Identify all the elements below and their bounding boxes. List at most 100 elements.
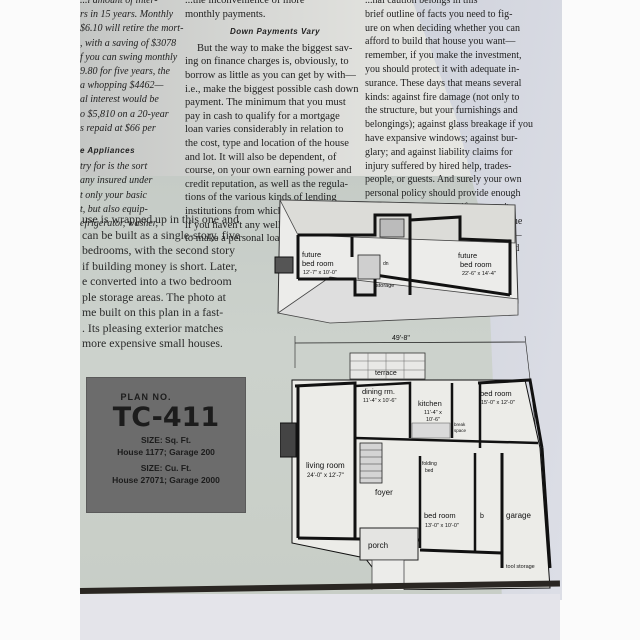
room-label: bed room [302, 259, 334, 268]
main-floor-plan: 49'-8" terrace dining rm. 11'-4" x 10'-6… [280, 335, 552, 590]
room-label: living room [306, 461, 345, 470]
text-line: ing on finance charges is, obviously, to [185, 56, 349, 68]
text-line: people, or guests. And surely your own [365, 174, 522, 186]
room-label: space [454, 428, 467, 433]
text-line: payment. The minimum that you must [185, 97, 346, 109]
text-line: use is wrapped up in this one and [82, 212, 239, 226]
room-label: bed room [460, 260, 492, 269]
text-line: , with a saving of $3078 [80, 37, 177, 49]
text-line: t, but also equip- [80, 203, 148, 215]
article-column-2: ...the inconvenience of more monthly pay… [185, 0, 365, 246]
plan-info-box: PLAN NO. TC-411 SIZE: Sq. Ft. House 1177… [87, 378, 245, 512]
text-line: monthly payments. [185, 8, 266, 20]
text-line: ...l amount of inter- [80, 0, 158, 6]
text-line: . Its pleasing exterior matches [82, 320, 224, 335]
text-line: have expansive windows; against bur- [365, 132, 518, 144]
room-label: bed room [424, 511, 456, 520]
text-line: ...the inconvenience of more [185, 0, 305, 6]
room-label: folding [422, 461, 437, 467]
room-label: terrace [375, 370, 397, 377]
text-line: if building money is short. Later, [82, 258, 238, 273]
size-sqft-label: SIZE: Sq. Ft. [140, 435, 192, 445]
room-label: break [454, 422, 466, 427]
text-line: bedrooms, with the second story [82, 243, 236, 257]
text-line: ple storage areas. The photo at [82, 289, 226, 304]
text-line: f you can swing monthly [80, 51, 178, 63]
room-dimensions: 13'-0" x 10'-0" [425, 523, 459, 529]
text-line: you should protect it with adequate in- [365, 63, 520, 75]
text-line: glary; and against liability claims for [365, 146, 513, 158]
text-line: al interest would be [80, 94, 159, 106]
text-line: rs in 15 years. Monthly [80, 9, 174, 21]
text-line: pay in cash to qualify for a mortgage [185, 110, 340, 122]
text-line: any insured under [80, 175, 153, 187]
room-label: future [458, 251, 477, 260]
text-line: o $5,810 on a 20-year [80, 108, 169, 120]
text-line: afford to build that house you want— [365, 36, 516, 48]
text-line: ure on when deciding whether you can [365, 22, 520, 34]
text-line: injury suffered by hired help, trades- [365, 160, 512, 172]
text-line: t only your basic [80, 189, 147, 201]
text-line: belongings); against glass breakage if y… [365, 119, 534, 131]
plan-description: use is wrapped up in this one and can be… [82, 212, 282, 352]
text-line: can be built as a single-story, five [82, 227, 241, 242]
text-line: e converted into a two bedroom [82, 274, 232, 288]
text-line: tions of the various kinds of lending [185, 192, 337, 204]
text-line: if you haven't any well-heeled relations [185, 219, 351, 231]
room-label: storage [376, 283, 394, 289]
room-dimensions: 10'-6" [426, 417, 440, 423]
text-line: credit reputation, as well as the regula… [185, 178, 348, 190]
text-line: personal policy should provide enough [365, 188, 521, 200]
text-line: the structure, but your furnishings and [365, 105, 518, 117]
text-line: a whopping $4462— [80, 80, 164, 92]
room-dimensions: 22'-6" x 14'-4" [462, 271, 496, 277]
room-dimensions: 11'-4" x 10'-6" [363, 398, 396, 404]
text-line: s repaid at $66 per [80, 122, 156, 134]
section-subhead: Down Payments Vary [229, 27, 321, 37]
article-column-1: ...l amount of inter- rs in 15 years. Mo… [80, 0, 190, 231]
room-dimensions: 11'-4" x [424, 410, 442, 416]
stair-label: dn [383, 261, 389, 267]
room-label: bed [425, 468, 434, 474]
text-line: kinds: against fire damage (not only to [365, 91, 520, 103]
text-line: i.e., make the biggest possible cash dow… [185, 83, 359, 95]
text-line: efrigerator, washer, [80, 218, 159, 230]
underlying-surface [80, 594, 560, 640]
room-label: tool storage [506, 564, 535, 570]
text-line: me built on this plan in a fast- [82, 305, 224, 319]
text-line: more expensive small houses. [82, 336, 223, 350]
text-line: brief outline of facts you need to fig- [365, 8, 513, 20]
room-label: bed room [480, 389, 512, 398]
overall-width-dimension: 49'-8" [392, 335, 410, 342]
room-label: future [302, 250, 321, 259]
room-label: foyer [375, 488, 393, 497]
text-line: ...nal caution belongs in this [365, 0, 478, 6]
text-line: course, on your own earning power and [185, 165, 352, 177]
text-line: and lot. It will also be dependent, of [185, 151, 337, 163]
upper-floor-plan: future bed room 12'-7" x 10'-0" future b… [274, 199, 519, 324]
size-sqft-value: House 1177; Garage 200 [117, 447, 215, 457]
text-line: But the way to make the biggest sav- [197, 42, 353, 54]
room-label: dining rm. [362, 387, 395, 396]
room-dimensions: 15'-0" x 12'-0" [481, 400, 515, 406]
section-subhead: e Appliances [80, 146, 136, 156]
room-dimensions: 12'-7" x 10'-0" [303, 270, 337, 276]
room-label: b [480, 513, 484, 520]
text-line: $6.10 will retire the mort- [80, 23, 184, 35]
room-label: porch [368, 541, 388, 550]
text-line: loan varies considerably in relation to [185, 124, 344, 136]
text-line: surance. These days that means several [365, 77, 522, 89]
plan-number-label: PLAN NO. [120, 392, 172, 402]
text-line: try for is the sort [80, 161, 148, 173]
size-cuft-label: SIZE: Cu. Ft. [140, 463, 192, 473]
room-label: kitchen [418, 399, 442, 408]
text-line: the cost, type and location of the house [185, 137, 349, 149]
text-line: to make a personal loan. If you deal [185, 233, 336, 245]
text-line: institutions from which you can borrow [185, 205, 352, 217]
text-line: remember, if you make the investment, [365, 50, 522, 62]
text-line: 9.80 for five years, the [80, 66, 170, 78]
plan-number: TC-411 [112, 402, 220, 433]
room-dimensions: 24'-0" x 12'-7" [307, 473, 344, 479]
text-line: borrow as little as you can get by with— [185, 69, 356, 81]
size-cuft-value: House 27071; Garage 2000 [112, 475, 220, 485]
